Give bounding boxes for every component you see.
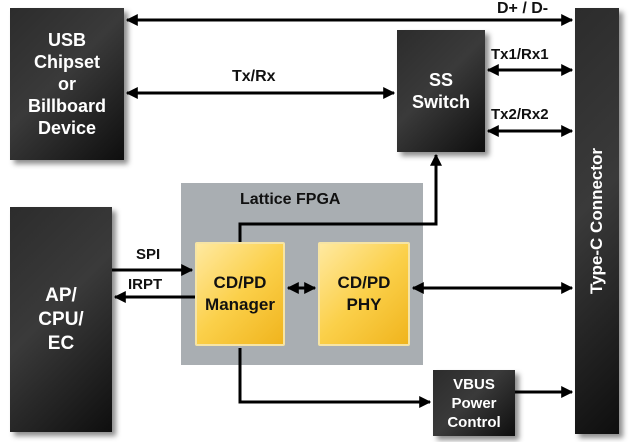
irpt-label: IRPT: [128, 276, 163, 293]
usb-line-4: Billboard: [27, 96, 106, 116]
cdpd-manager-line-2: Manager: [205, 295, 275, 314]
manager-to-ss-switch-arrow: [238, 153, 442, 242]
tx2rx2-label: Tx2/Rx2: [491, 106, 549, 123]
manager-to-vbus-arrow: [238, 348, 432, 408]
cdpd-phy-line-1: CD/PD: [337, 273, 391, 292]
vbus-power-control-block: VBUS Power Control: [433, 370, 515, 436]
dplus-dminus-label: D+ / D-: [497, 0, 549, 17]
cdpd-manager-line-1: CD/PD: [213, 273, 267, 292]
ss-switch-line-2: Switch: [411, 92, 470, 112]
vbus-line-3: Control: [447, 413, 501, 431]
ap-line-3: EC: [47, 332, 75, 354]
usb-line-1: USB: [47, 30, 86, 50]
usb-line-3: or: [58, 74, 76, 94]
cdpd-phy-block: CD/PD PHY: [318, 242, 410, 346]
cdpd-manager-block: CD/PD Manager: [195, 242, 285, 346]
spi-label: SPI: [136, 246, 161, 263]
vbus-line-1: VBUS: [453, 375, 495, 393]
cdpd-phy-line-2: PHY: [346, 295, 382, 314]
usb-chipset-block: USB Chipset or Billboard Device: [10, 8, 124, 160]
vbus-line-2: Power: [451, 394, 497, 412]
ap-cpu-ec-block: AP/ CPU/ EC: [10, 207, 112, 432]
fpga-title: Lattice FPGA: [240, 191, 341, 208]
ss-switch-block: SS Switch: [397, 30, 485, 152]
ap-line-2: CPU/: [38, 308, 84, 330]
usb-line-5: Device: [37, 118, 97, 138]
tx1rx1-label: Tx1/Rx1: [491, 46, 549, 63]
txrx-label: Tx/Rx: [232, 68, 276, 85]
type-c-connector-block: Type-C Connector: [575, 8, 619, 434]
ss-switch-line-1: SS: [428, 70, 453, 90]
usb-line-2: Chipset: [33, 52, 100, 72]
ap-line-1: AP/: [45, 284, 77, 306]
